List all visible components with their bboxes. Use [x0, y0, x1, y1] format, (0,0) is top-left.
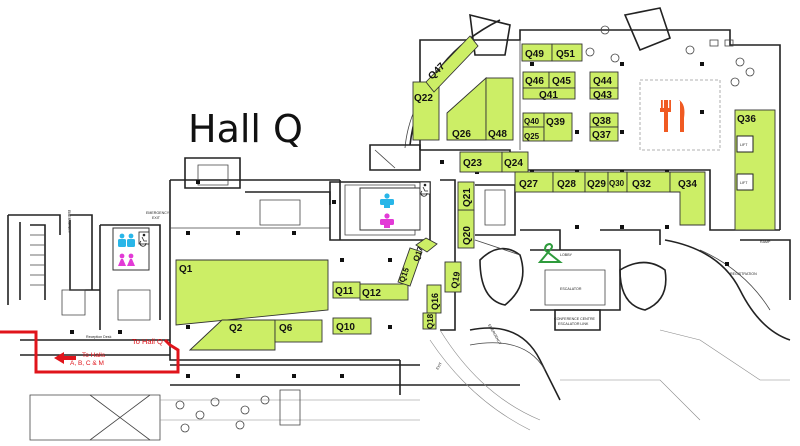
male-toilet-icon [118, 233, 135, 247]
booth-Q10[interactable] [332, 317, 372, 335]
booth-Q47[interactable] [425, 35, 479, 93]
lift-icon: LIFT [740, 181, 748, 185]
booth-label: Q1 [179, 264, 193, 275]
booth-Q12[interactable] [359, 283, 409, 301]
booth-Q51[interactable] [551, 43, 583, 62]
booth-Q6[interactable] [274, 319, 323, 343]
accessible-toilet-icon [419, 181, 431, 197]
booth-label: Q30 [609, 179, 625, 188]
route-label-halls: A, B, C & M [70, 360, 104, 367]
booth-label: Q25 [524, 132, 540, 141]
booth-label: Q23 [463, 158, 482, 169]
exhibition-booths [175, 35, 776, 351]
booth-labels: Q1 Q2 Q6 Q10 Q11 Q12 Q15 Q17 Q16 Q18 Q19… [179, 49, 756, 334]
booth-Q39[interactable] [543, 112, 573, 142]
booth-label: Q38 [592, 116, 611, 127]
booth-label: Q19 [449, 271, 462, 289]
restrooms-centre [359, 181, 431, 231]
booth-label: Q2 [229, 323, 243, 334]
restrooms-left [112, 227, 150, 271]
booth-label: Q37 [592, 130, 611, 141]
booth-Q18[interactable] [422, 312, 437, 330]
booth-label: Q6 [279, 323, 293, 334]
conference-centre-label: CONFERENCE CENTRE [554, 317, 596, 321]
booth-label: Q49 [525, 49, 544, 60]
lift-icon: LIFT [740, 143, 748, 147]
booth-label: Q27 [519, 179, 538, 190]
booth-label: Q41 [539, 90, 558, 101]
booth-Q21[interactable] [457, 181, 475, 211]
booth-Q17[interactable] [415, 237, 438, 253]
booth-label: Q24 [504, 158, 523, 169]
booth-Q43[interactable] [589, 87, 619, 100]
booth-label: Q45 [552, 76, 571, 87]
booth-Q19[interactable] [444, 261, 462, 293]
booth-Q48[interactable] [485, 77, 514, 141]
booth-label: Q32 [632, 179, 651, 190]
booth-label: Q43 [593, 90, 612, 101]
booth-Q36[interactable] [734, 109, 776, 231]
booth-label: Q39 [546, 117, 565, 128]
registration-label: REGISTRATION [730, 272, 757, 276]
cloakroom-hanger-icon [537, 242, 563, 263]
booth-label: Q21 [462, 188, 473, 207]
escalator-label: ESCALATOR [560, 287, 582, 291]
emergency-exit-label: EMERGENCY [67, 210, 71, 234]
female-toilet-icon [118, 253, 135, 266]
booth-Q15[interactable] [397, 247, 423, 287]
ramp-label: RAMP [760, 240, 771, 244]
accessible-toilet-icon [138, 231, 150, 247]
conference-centre-label: ESCALATOR LINK [558, 322, 589, 326]
emergency-exit-label: EXIT [152, 216, 161, 220]
booth-label: Q26 [452, 129, 471, 140]
booth-label: Q46 [525, 76, 544, 87]
seating-furniture [175, 25, 755, 433]
booth-label: Q36 [737, 114, 756, 125]
route-to-halls: To Halls A, B, C & M To Hall Q [0, 330, 180, 374]
booth-Q41[interactable] [522, 87, 576, 100]
route-arrow-icon [54, 352, 64, 364]
booth-label: Q20 [462, 226, 473, 245]
booth-Q34[interactable] [669, 171, 706, 226]
booth-label: Q40 [524, 117, 540, 126]
booth-Q37[interactable] [589, 126, 619, 142]
lifts: LIFT LIFT [736, 135, 754, 191]
booth-label: Q48 [488, 129, 507, 140]
booth-label: Q10 [336, 322, 355, 333]
reception-desk-label: Reception Desk [86, 335, 112, 339]
emergency-exit-label: EXIT [435, 361, 443, 371]
route-label-hall-q: To Hall Q [132, 337, 163, 346]
booth-label: Q16 [430, 293, 440, 310]
booth-label: Q44 [593, 76, 612, 87]
booth-label: Q29 [587, 179, 606, 190]
booth-label: Q18 [426, 313, 435, 329]
male-toilet-icon [380, 193, 394, 208]
booth-label: Q51 [556, 49, 575, 60]
route-label-halls: To Halls [82, 352, 106, 359]
booth-label: Q12 [362, 288, 381, 299]
female-toilet-icon [380, 213, 394, 228]
page-title: Hall Q [188, 107, 303, 151]
booth-Q1[interactable] [175, 259, 329, 326]
lobby-label: LOBBY [560, 253, 573, 257]
booth-label: Q34 [678, 179, 697, 190]
booth-label: Q28 [557, 179, 576, 190]
booth-label: Q22 [414, 93, 433, 104]
restaurant-icon [660, 100, 685, 132]
booth-label: Q11 [335, 286, 354, 297]
emergency-exit-label: EMERGENCY [146, 211, 170, 215]
